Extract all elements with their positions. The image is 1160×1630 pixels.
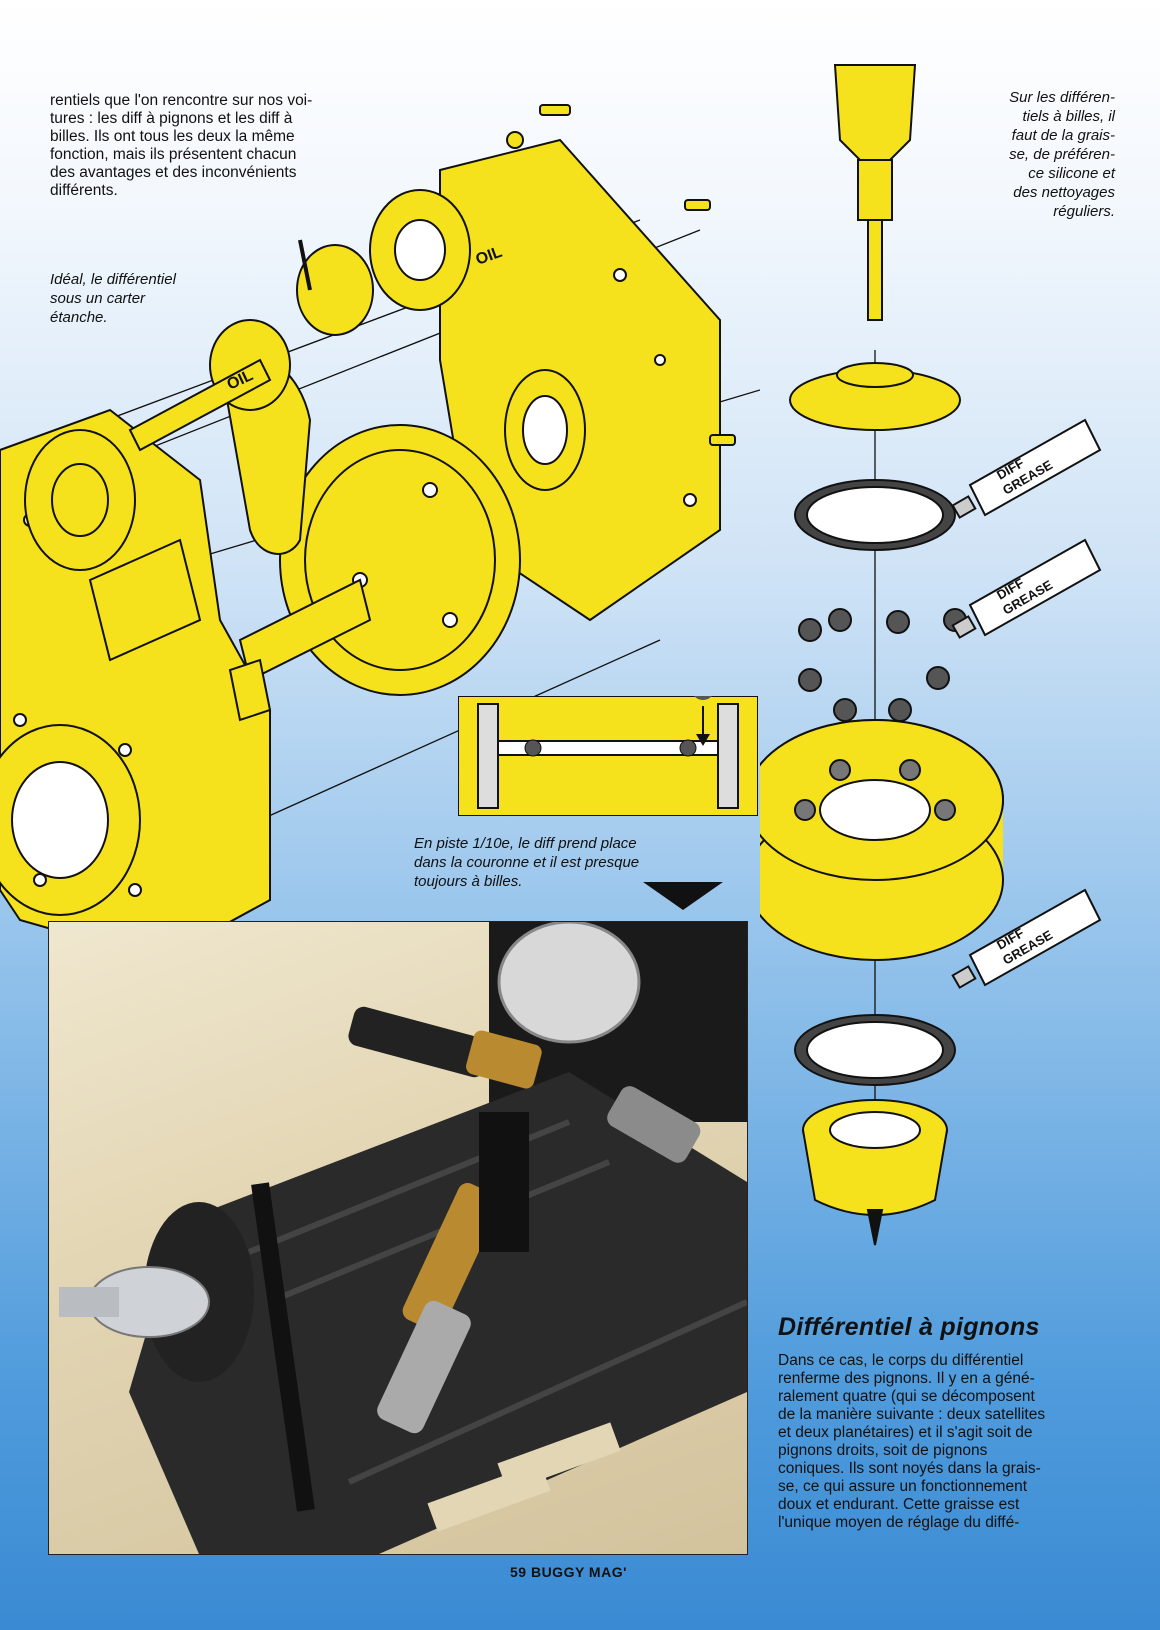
page-folio: 59 BUGGY MAG' — [510, 1564, 627, 1580]
caption-line: toujours à billes. — [414, 873, 523, 890]
intro-paragraph: rentiels que l'on rencontre sur nos voi-… — [50, 92, 390, 200]
caption-line: faut de la grais- — [1011, 127, 1115, 144]
caption-piste: En piste 1/10e, le diff prend place dans… — [414, 834, 754, 891]
caption-line: tiels à billes, il — [1022, 108, 1115, 125]
section-line: coniques. Ils sont noyés dans la grais- — [778, 1460, 1041, 1477]
caption-line: Sur les différen- — [1009, 89, 1115, 106]
caption-line: réguliers. — [1053, 203, 1115, 220]
section-line: se, ce qui assure un fonctionnement — [778, 1478, 1028, 1495]
caption-line: En piste 1/10e, le diff prend place — [414, 835, 637, 852]
diff-cross-section — [458, 696, 758, 816]
intro-line: tures : les diff à pignons et les diff à — [50, 110, 293, 127]
caption-line: ce silicone et — [1028, 165, 1115, 182]
ball-diff-exploded-illustration: DIFF GREASE DIFF GREASE DIFF GREASE — [760, 64, 1102, 1246]
gearbox-exploded-illustration: OIL OIL — [0, 104, 760, 962]
section-heading: Différentiel à pignons — [778, 1313, 1040, 1341]
section-line: l'unique moyen de réglage du diffé- — [778, 1514, 1020, 1531]
section-paragraph: Dans ce cas, le corps du différentiel re… — [778, 1352, 1118, 1532]
section-line: de la manière suivante : deux satellites — [778, 1406, 1046, 1423]
intro-line: des avantages et des inconvénients — [50, 164, 297, 181]
caption-line: étanche. — [50, 309, 108, 326]
section-line: pignons droits, soit de pignons — [778, 1442, 988, 1459]
caption-carter: Idéal, le différentiel sous un carter ét… — [50, 270, 250, 327]
caption-grease: Sur les différen- tiels à billes, il fau… — [930, 88, 1115, 221]
intro-line: fonction, mais ils présentent chacun — [50, 146, 297, 163]
down-arrow-icon — [643, 882, 723, 910]
caption-line: sous un carter — [50, 290, 146, 307]
intro-line: billes. Ils ont tous les deux la même — [50, 128, 295, 145]
chassis-photo — [48, 921, 748, 1555]
caption-line: des nettoyages — [1013, 184, 1115, 201]
section-line: renferme des pignons. Il y en a géné- — [778, 1370, 1035, 1387]
intro-line: rentiels que l'on rencontre sur nos voi- — [50, 92, 313, 109]
section-line: Dans ce cas, le corps du différentiel — [778, 1352, 1024, 1369]
section-line: ralement quatre (qui se décomposent — [778, 1388, 1035, 1405]
section-line: doux et endurant. Cette graisse est — [778, 1496, 1020, 1513]
section-line: et deux planétaires) et il s'agit soit d… — [778, 1424, 1033, 1441]
caption-line: dans la couronne et il est presque — [414, 854, 640, 871]
intro-line: différents. — [50, 182, 118, 199]
caption-line: se, de préféren- — [1009, 146, 1115, 163]
caption-line: Idéal, le différentiel — [50, 271, 176, 288]
